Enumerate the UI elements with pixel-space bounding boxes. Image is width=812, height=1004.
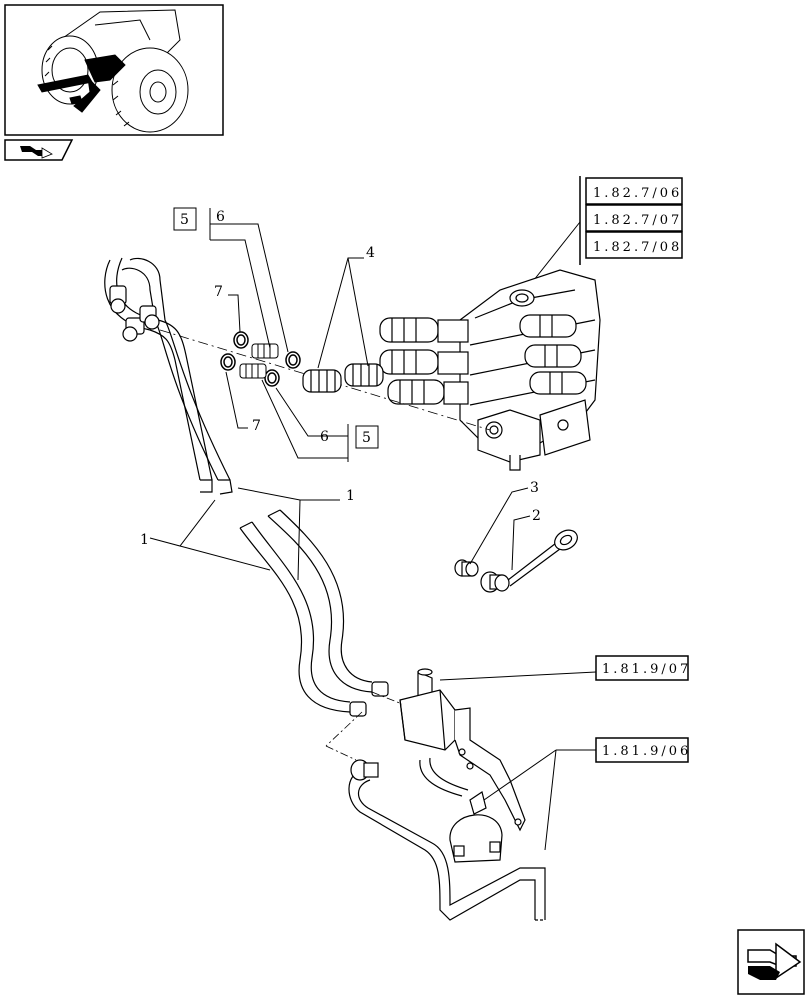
callout-lower-7[interactable] <box>225 371 248 429</box>
bracket-assembly <box>399 668 526 832</box>
callout-1[interactable] <box>149 487 340 581</box>
adapters[interactable] <box>239 343 279 379</box>
callout-7-label-upper: 7 <box>214 284 223 300</box>
bracket-ref-text: 1.81.9/07 <box>602 662 691 677</box>
tractor-icon <box>37 9 189 133</box>
callout-3-label: 3 <box>530 480 539 496</box>
center-line <box>159 329 491 431</box>
valve-ref-box-1[interactable]: 1.82.7/06 <box>585 177 683 205</box>
callout-6-label-lower: 6 <box>320 429 329 445</box>
valve-coupler-row-2 <box>379 349 469 375</box>
next-page-arrow-icon[interactable] <box>737 929 805 995</box>
callout-3[interactable] <box>469 487 529 565</box>
callout-4[interactable] <box>317 257 369 369</box>
dashed-connections <box>325 691 403 761</box>
valve-ref-box-2[interactable]: 1.82.7/07 <box>585 204 683 232</box>
callout-1-label-left: 1 <box>140 532 149 548</box>
valve-coupler-row-3 <box>387 379 469 405</box>
bracket-reference[interactable]: 1.81.9/07 <box>439 655 691 681</box>
accumulator-ref-text: 1.81.9/06 <box>602 744 691 759</box>
accumulator-reference[interactable]: 1.81.9/06 <box>483 737 691 851</box>
control-valve-block <box>379 269 601 471</box>
callout-upper-7[interactable] <box>228 294 241 333</box>
callout-lower-6[interactable] <box>261 379 349 462</box>
callout-4-label: 4 <box>366 245 375 261</box>
upper-hose-pair <box>104 257 233 495</box>
callout-7-label-lower: 7 <box>252 418 261 434</box>
callout-2-label: 2 <box>532 508 541 524</box>
lower-pipes <box>348 759 546 921</box>
callout-2[interactable] <box>511 515 531 571</box>
valve-ref-box-3[interactable]: 1.82.7/08 <box>585 231 683 259</box>
valve-ref-3-text: 1.82.7/08 <box>593 240 682 255</box>
lower-hose-pair <box>239 509 389 717</box>
couplers[interactable] <box>302 363 384 393</box>
pipe-with-cap-part[interactable] <box>480 526 581 593</box>
callout-6-label-upper: 6 <box>216 209 225 225</box>
valve-coupler-row-4 <box>519 314 587 395</box>
callout-1-label-right: 1 <box>346 488 355 504</box>
callout-upper-5[interactable]: 5 <box>173 207 197 231</box>
cap-part[interactable] <box>454 559 479 577</box>
valve-ref-2-text: 1.82.7/07 <box>593 213 682 228</box>
tractor-location-thumbnail[interactable] <box>4 4 224 136</box>
previous-page-arrow-icon[interactable] <box>4 139 74 161</box>
valve-coupler-row-1 <box>379 317 469 343</box>
valve-reference-group: 1.82.7/06 1.82.7/07 1.82.7/08 <box>525 176 683 291</box>
callout-5-label-upper: 5 <box>180 212 189 228</box>
valve-ref-1-text: 1.82.7/06 <box>593 186 682 201</box>
accumulator <box>419 757 503 863</box>
callout-upper-6[interactable] <box>209 208 289 353</box>
callout-5-label-lower: 5 <box>362 430 371 446</box>
callout-lower-5[interactable]: 5 <box>355 425 379 449</box>
